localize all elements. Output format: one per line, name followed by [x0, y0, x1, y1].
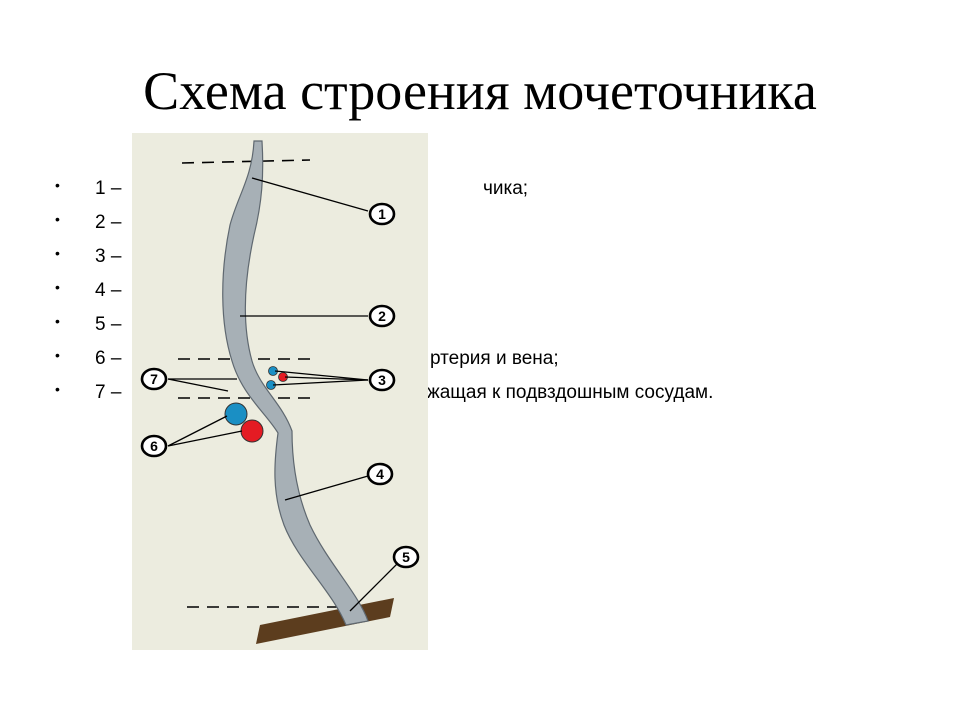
legend-item-3: • 3 –: [55, 243, 935, 277]
dashed-line-top: [181, 159, 311, 164]
callout-5: 5: [392, 545, 420, 569]
bullet-marker: •: [55, 177, 60, 193]
artery-large: [240, 419, 264, 443]
bullet-marker: •: [55, 279, 60, 295]
leader-line-3c: [272, 379, 369, 386]
legend-number: 1 –: [95, 178, 122, 199]
leader-line-6a: [167, 415, 228, 447]
callout-3: 3: [368, 368, 396, 392]
legend-item-1: • 1 – чика;: [55, 175, 935, 209]
callout-4: 4: [366, 462, 394, 486]
bullet-marker: •: [55, 211, 60, 227]
leader-line-7b: [167, 378, 229, 392]
legend-number: 6 –: [95, 348, 122, 369]
slide-title: Схема строения мочеточника: [143, 61, 817, 121]
legend-item-2: • 2 –: [55, 209, 935, 243]
leader-line-1: [251, 177, 369, 212]
bullet-marker: •: [55, 381, 60, 397]
callout-badge: [368, 202, 396, 226]
callout-1: 1: [368, 202, 396, 226]
leader-line-3b: [284, 376, 369, 381]
callout-label: 5: [402, 549, 410, 565]
callout-6: 6: [140, 434, 168, 458]
callout-label: 6: [150, 438, 158, 454]
ureter-diagram: 1 2 3 4 5 6 7: [132, 133, 428, 650]
callout-badge: [140, 367, 168, 391]
legend-item-7: • 7 – жащая к подвздошным сосудам.: [55, 379, 935, 413]
legend-number: 4 –: [95, 280, 122, 301]
legend-number: 3 –: [95, 246, 122, 267]
callout-badge: [368, 368, 396, 392]
callout-badge: [366, 462, 394, 486]
legend-item-5: • 5 –: [55, 311, 935, 345]
bullet-marker: •: [55, 347, 60, 363]
callout-7: 7: [140, 367, 168, 391]
callout-label: 1: [378, 206, 386, 222]
leader-line-3a: [274, 370, 369, 381]
callout-badge: [140, 434, 168, 458]
legend-text: чика;: [483, 178, 529, 199]
leader-line-5: [349, 562, 399, 612]
legend-text: жащая к подвздошным сосудам.: [427, 382, 714, 403]
callout-label: 2: [378, 308, 386, 324]
leader-line-6b: [167, 430, 243, 447]
leader-lines: [167, 177, 399, 612]
callout-badge: [368, 304, 396, 328]
callout-badge: [392, 545, 420, 569]
vein-large: [224, 402, 248, 426]
bullet-marker: •: [55, 245, 60, 261]
callout-label: 4: [376, 466, 384, 482]
callout-label: 7: [150, 371, 158, 387]
leader-line-4: [284, 475, 369, 501]
legend-number: 7 –: [95, 382, 122, 403]
callout-2: 2: [368, 304, 396, 328]
callout-label: 3: [378, 372, 386, 388]
legend-list: • 1 – чика; • 2 – • 3 – • 4 – • 5 – • 6 …: [55, 175, 935, 413]
bullet-marker: •: [55, 313, 60, 329]
legend-number: 5 –: [95, 314, 122, 335]
legend-number: 2 –: [95, 212, 122, 233]
legend-item-6: • 6 – ртерия и вена;: [55, 345, 935, 379]
legend-text: ртерия и вена;: [430, 348, 559, 369]
legend-item-4: • 4 –: [55, 277, 935, 311]
